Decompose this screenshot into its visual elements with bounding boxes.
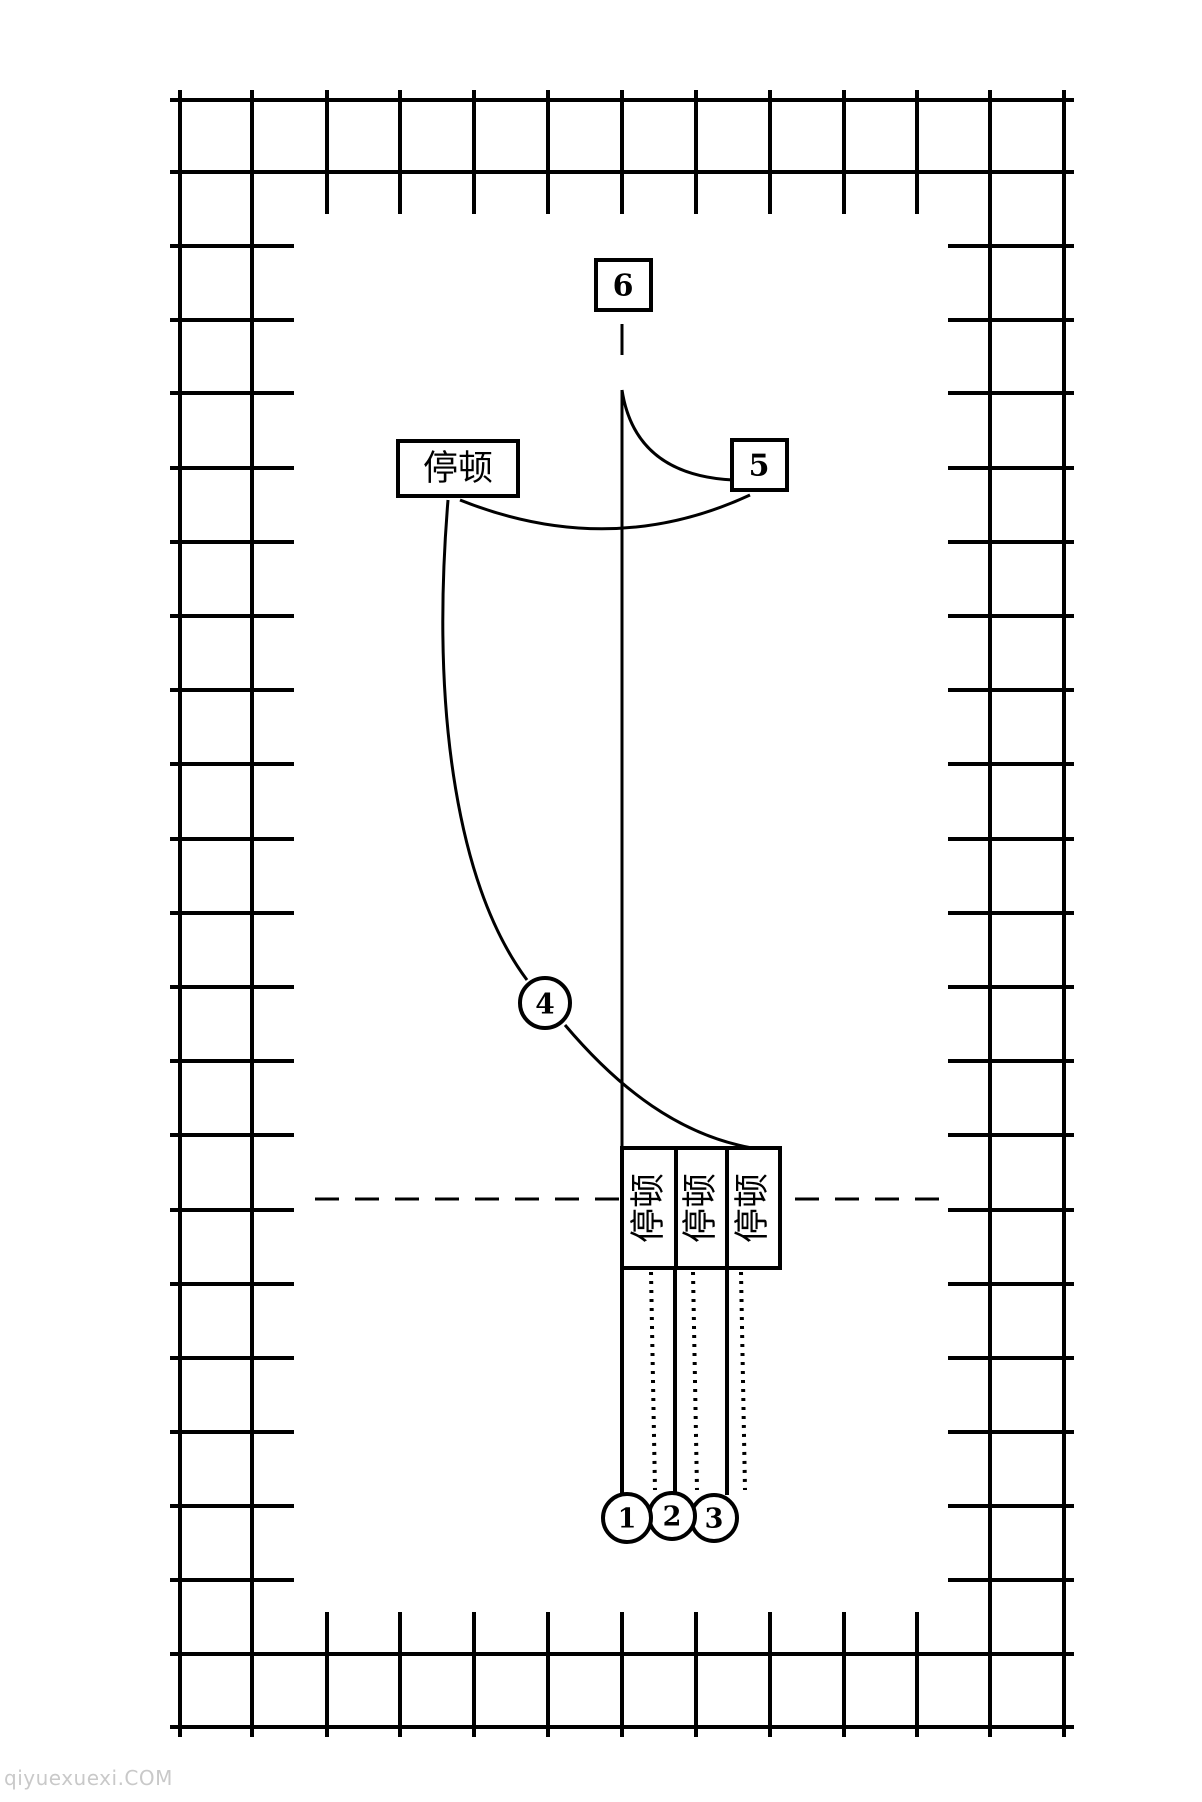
vertical-pause-label-2: 停顿 bbox=[681, 1173, 721, 1243]
grid-frame bbox=[170, 90, 1074, 1737]
lane-3-dotted bbox=[739, 1271, 747, 1491]
marker-4: 4 bbox=[518, 976, 572, 1030]
vertical-pause-label-3: 停顿 bbox=[733, 1173, 773, 1243]
vertical-pause-box-2: 停顿 bbox=[674, 1146, 729, 1270]
curve-4-to-boxes bbox=[563, 1024, 753, 1150]
curve-5-to-pause bbox=[459, 493, 751, 531]
pause-label: 停顿 bbox=[423, 449, 493, 489]
vertical-pause-box-3: 停顿 bbox=[725, 1146, 782, 1270]
lane-2-dotted bbox=[691, 1271, 699, 1491]
marker-5: 5 bbox=[730, 438, 789, 492]
curve-center-to-5 bbox=[620, 389, 734, 482]
marker-3-label: 3 bbox=[705, 1504, 724, 1535]
vertical-pause-label-1: 停顿 bbox=[629, 1173, 669, 1243]
lane-1-dotted bbox=[649, 1271, 657, 1491]
curve-pause-to-4 bbox=[441, 499, 529, 981]
marker-1: 1 bbox=[601, 1492, 653, 1544]
marker-2: 2 bbox=[647, 1491, 697, 1541]
marker-2-label: 2 bbox=[663, 1502, 682, 1533]
marker-6: 6 bbox=[594, 258, 653, 312]
marker-4-label: 4 bbox=[535, 988, 554, 1021]
marker-5-label: 5 bbox=[749, 449, 770, 484]
vertical-pause-box-1: 停顿 bbox=[620, 1146, 678, 1270]
pause-box: 停顿 bbox=[396, 439, 520, 498]
marker-3: 3 bbox=[689, 1493, 739, 1543]
marker-6-label: 6 bbox=[613, 269, 634, 304]
watermark: qiyuexuexi.COM bbox=[4, 1766, 173, 1790]
marker-1-label: 1 bbox=[618, 1504, 637, 1535]
